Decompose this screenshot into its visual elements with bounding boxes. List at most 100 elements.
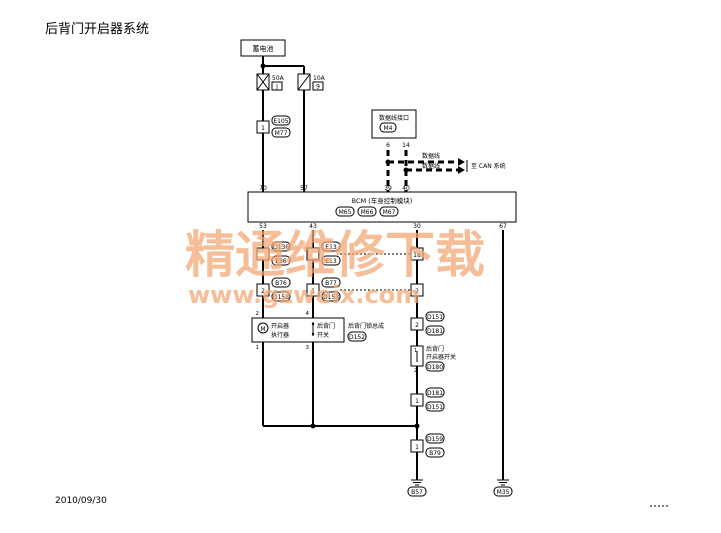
data-line-label-2: 数据线: [422, 162, 440, 170]
label-m67: M67: [383, 209, 396, 216]
label-m65: M65: [339, 209, 352, 216]
fuse-10a-rating: 10A: [313, 75, 326, 82]
label-m4: M4: [384, 125, 393, 132]
motor-icon: [257, 322, 269, 334]
fuse-50a-mark2: [256, 73, 270, 91]
actuator-label-2: 执行器: [271, 331, 289, 339]
date-stamp: 2010/09/30: [55, 496, 107, 506]
pill-d181b: [425, 387, 445, 398]
label-e105: E105: [273, 118, 288, 125]
fuse-10a-mark: [297, 73, 311, 91]
lock-assembly-label: 后背门锁总成: [348, 322, 384, 330]
data-link-pin-14: 14: [402, 142, 410, 149]
conn-row2-c-pin: 2: [415, 288, 419, 295]
motor-icon-glyph: M: [260, 326, 265, 333]
act-pin-bot-a: 1: [256, 345, 260, 351]
tg-switch-pin-top: 1: [414, 348, 417, 354]
label-d181: D181: [427, 328, 443, 335]
actuator-label-1: 开启器: [271, 322, 289, 330]
bcm-label: BCM (车身控制模块): [352, 196, 413, 205]
arrow-can-2: [458, 166, 465, 174]
pill-e105: [271, 115, 291, 126]
pill-d159: [425, 433, 445, 444]
label-m35: M35: [497, 489, 510, 496]
tg-switch-label-1: 后背门: [426, 345, 444, 353]
act-pin-top-b: 4: [306, 311, 310, 317]
pill-b57: [407, 486, 427, 497]
tg-switch-pin-bot: 2: [414, 368, 417, 374]
bcm-pin-30: 30: [413, 223, 421, 230]
fuse-50a-id-box: [271, 81, 283, 91]
label-d152: D152: [349, 334, 365, 341]
pill-m67: [379, 206, 399, 217]
pill-row1-c2b: [321, 255, 341, 266]
conn-d159-pin: 1: [415, 444, 419, 451]
can-label: 至 CAN 系统: [471, 162, 506, 170]
pill-d181: [425, 325, 445, 336]
fuse-10a-id: 9: [316, 84, 320, 91]
bcm-pin-57: 57: [300, 185, 308, 192]
act-pin-top-a: 2: [256, 311, 260, 317]
label-d181b: D181: [427, 390, 443, 397]
bcm-pin-53: 53: [259, 223, 267, 230]
pill-d153a: [271, 291, 291, 302]
label-b77: B77: [325, 280, 337, 287]
conn-d151-pin: 2: [415, 322, 419, 329]
switch-contact-2: [311, 332, 315, 336]
pill-m65: [335, 206, 355, 217]
label-b76: B76: [275, 280, 287, 287]
pill-d180: [425, 361, 445, 372]
pill-m77: [271, 127, 291, 138]
pill-row1-c1a: [271, 241, 291, 252]
pill-m35: [493, 486, 513, 497]
label-d159: D159: [427, 436, 443, 443]
pill-m66: [357, 206, 377, 217]
page-title: 后背门开启器系统: [45, 22, 150, 37]
label-row1-c2b: E13: [325, 258, 337, 265]
conn-row2-a-pin: 2: [261, 288, 265, 295]
watermark-url: www.gzweix.com: [188, 281, 420, 309]
label-d153a: D153: [273, 294, 289, 301]
pill-row1-c1b: [271, 255, 291, 266]
pill-b76: [271, 277, 291, 288]
label-row1-c2a: E13: [325, 244, 337, 251]
pill-d151: [425, 311, 445, 322]
bcm-pin-70: 70: [259, 185, 267, 192]
label-d180: D180: [427, 364, 443, 371]
bcm-pin-43: 43: [309, 223, 317, 230]
fuse-50a-id: J: [275, 84, 278, 91]
label-m77: M77: [275, 130, 288, 137]
pill-d152: [347, 331, 367, 342]
label-b57: B57: [411, 489, 423, 496]
bcm-pin-67: 67: [499, 223, 507, 230]
pill-d151b: [425, 401, 445, 412]
pill-b79: [425, 447, 445, 458]
label-d153b: D153: [323, 294, 339, 301]
watermark-cn: 精通维修下载: [185, 226, 485, 284]
switch-label-1: 后背门: [317, 322, 335, 330]
conn-d181b-pin: 1: [415, 398, 419, 405]
arrow-can-1: [458, 158, 465, 166]
tg-switch-label-2: 开启器开关: [426, 353, 456, 361]
data-link-pin-6: 6: [386, 142, 390, 149]
bcm-pin-39: 39: [384, 185, 392, 192]
ground-m35-icon: [497, 479, 509, 486]
data-line-label-1: 数据线: [422, 152, 440, 160]
switch-label-2: 开关: [317, 331, 329, 339]
ground-b57-icon: [411, 479, 423, 486]
pill-m4: [379, 122, 397, 133]
conn-row2-b-pin: 1: [311, 288, 315, 295]
label-b79: B79: [429, 450, 441, 457]
label-m66: M66: [361, 209, 374, 216]
pill-row1-c2a: [321, 241, 341, 252]
switch-contact-1: [311, 322, 315, 326]
label-d151b: D151: [427, 404, 443, 411]
label-row1-c1b: E36: [275, 258, 287, 265]
act-pin-bot-b: 3: [306, 345, 310, 351]
junction-bottom-1: [310, 423, 316, 429]
label-d151: D151: [427, 314, 443, 321]
lock-assembly-box: [251, 317, 345, 343]
label-row1-c1a: D136: [273, 244, 289, 251]
fuse-10a-id-box: [312, 81, 324, 91]
